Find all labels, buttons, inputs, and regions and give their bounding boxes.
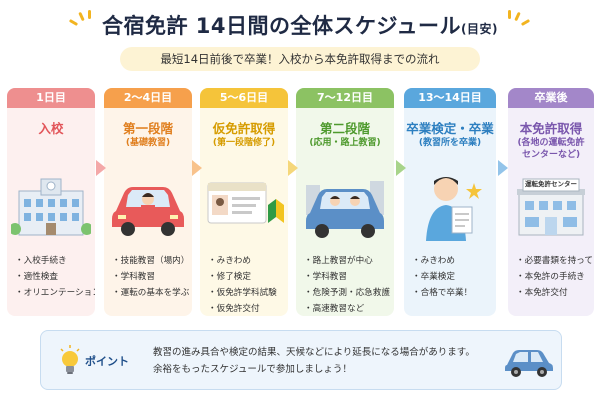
stage-item-list: 路上教習が中心学科教習危険予測・応急救護高速教習など [304, 253, 390, 316]
page-title-suffix: (目安) [461, 22, 499, 36]
flow-arrow-icon [96, 160, 106, 176]
stage-day-label: 1日目 [7, 88, 95, 108]
graduate-person-icon [404, 168, 496, 244]
list-item: 技能教習（場内） [112, 253, 190, 269]
list-item: 学科教習 [304, 269, 390, 285]
flow-arrow-icon [498, 160, 508, 176]
list-item: 卒業検定 [412, 269, 492, 285]
car-icon [505, 350, 553, 377]
list-item: 本免許交付 [516, 285, 590, 301]
stage-subtitle: (教習所を卒業) [404, 137, 496, 149]
stage-subtitle: (第一段階修了) [200, 137, 288, 149]
stage-title: 入校 [38, 121, 64, 136]
list-item: 仮免許学科試験 [208, 285, 284, 301]
stage-item-list: 入校手続き適性検査オリエンテーション [15, 253, 95, 301]
list-item: 修了検定 [208, 269, 284, 285]
stage-body: 仮免許取得 (第一段階修了) みきわめ修了検定仮免許学科試験仮免許交付 [200, 108, 288, 316]
stage-subtitle-line: (応用・路上教習) [309, 138, 381, 148]
stage-item-list: みきわめ卒業検定合格で卒業！ [412, 253, 492, 301]
stage-day-label: 5～6日目 [200, 88, 288, 108]
school-building-icon [7, 168, 95, 244]
stage-subtitle-line: (第一段階修了) [212, 138, 276, 148]
license-center-icon: 運転免許センター [508, 168, 594, 244]
point-text: 教習の進み具合や検定の結果、天候などにより延長になる場合があります。 余裕をもっ… [153, 344, 475, 378]
stage-title: 本免許取得 [519, 121, 583, 136]
stage-day-label: 7～12日目 [296, 88, 394, 108]
flow-arrow-icon [288, 160, 298, 176]
list-item: 学科教習 [112, 269, 188, 285]
stage-body: 入校入校手続き適性検査オリエンテーション [7, 108, 95, 316]
list-item: 合格で卒業！ [412, 285, 492, 301]
stage-body: 第二段階 (応用・路上教習) 路上教習が中心学科教習危険予測・応急救護高速教習など [296, 108, 394, 316]
list-item: 入校手続き [15, 253, 91, 269]
point-line-1: 教習の進み具合や検定の結果、天候などにより延長になる場合があります。 [153, 347, 475, 358]
subtitle-banner: 最短14日前後で卒業！入校から本免許取得までの流れ [120, 47, 480, 71]
stage-title: 第一段階 [122, 121, 173, 136]
center-sign-text: 運転免許センター [525, 180, 577, 188]
car-road-icon [296, 168, 394, 244]
stage-day-label: 13～14日目 [404, 88, 496, 108]
license-card-icon [200, 168, 288, 244]
list-item: オリエンテーション [15, 285, 95, 301]
stage-body: 本免許取得(各地の運転免許センターなど)運転免許センター必要書類を持って本免許の… [508, 108, 594, 316]
stage-title: 仮免許取得 [212, 121, 276, 136]
page-title: 合宿免許 14日間の全体スケジュール(目安) [0, 10, 600, 40]
stage-subtitle: (応用・路上教習) [296, 137, 394, 149]
point-label: ポイント [85, 355, 129, 368]
list-item: 高速教習など [304, 301, 390, 316]
list-item: 危険予測・応急救護 [304, 285, 390, 301]
stage-title: 第二段階 [319, 121, 370, 136]
flow-arrow-icon [396, 160, 406, 176]
list-item: みきわめ [208, 253, 284, 269]
stage-card-1: 1日目入校入校手続き適性検査オリエンテーション [7, 88, 95, 316]
stage-subtitle-line: (基礎教習) [125, 138, 171, 148]
page-title-main: 合宿免許 14日間の全体スケジュール [101, 14, 462, 38]
stage-day-label: 2～4日目 [104, 88, 192, 108]
stage-item-list: 技能教習（場内）学科教習運転の基本を学ぶ [112, 253, 190, 301]
point-box: ポイント 教習の進み具合や検定の結果、天候などにより延長になる場合があります。 … [40, 330, 562, 390]
stage-item-list: みきわめ修了検定仮免許学科試験仮免許交付 [208, 253, 284, 316]
list-item: 適性検査 [15, 269, 91, 285]
list-item: みきわめ [412, 253, 492, 269]
car-driver-icon [104, 168, 192, 244]
list-item: 路上教習が中心 [304, 253, 390, 269]
stage-body: 卒業検定・卒業 (教習所を卒業) みきわめ卒業検定合格で卒業！ [404, 108, 496, 316]
lightbulb-icon [60, 345, 80, 374]
list-item: 必要書類を持って [516, 253, 593, 269]
stage-subtitle: (各地の運転免許センターなど) [508, 137, 594, 161]
stage-subtitle-line: (教習所を卒業) [418, 138, 482, 148]
stage-body: 第一段階 (基礎教習) 技能教習（場内）学科教習運転の基本を学ぶ [104, 108, 192, 316]
list-item: 仮免許交付 [208, 301, 284, 316]
stage-title: 卒業検定・卒業 [406, 121, 494, 136]
stage-item-list: 必要書類を持って本免許の手続き本免許交付 [516, 253, 593, 301]
stage-subtitle-line: センターなど) [521, 150, 581, 160]
list-item: 運転の基本を学ぶ [112, 285, 190, 301]
point-line-2: 余裕をもったスケジュールで参加しましょう！ [153, 364, 352, 375]
stage-subtitle: (基礎教習) [104, 137, 192, 149]
stage-card-6: 卒業後本免許取得(各地の運転免許センターなど)運転免許センター必要書類を持って本… [508, 88, 594, 316]
flow-arrow-icon [192, 160, 202, 176]
list-item: 本免許の手続き [516, 269, 590, 285]
stage-day-label: 卒業後 [508, 88, 594, 108]
stage-subtitle-line: (各地の運転免許 [517, 138, 585, 148]
